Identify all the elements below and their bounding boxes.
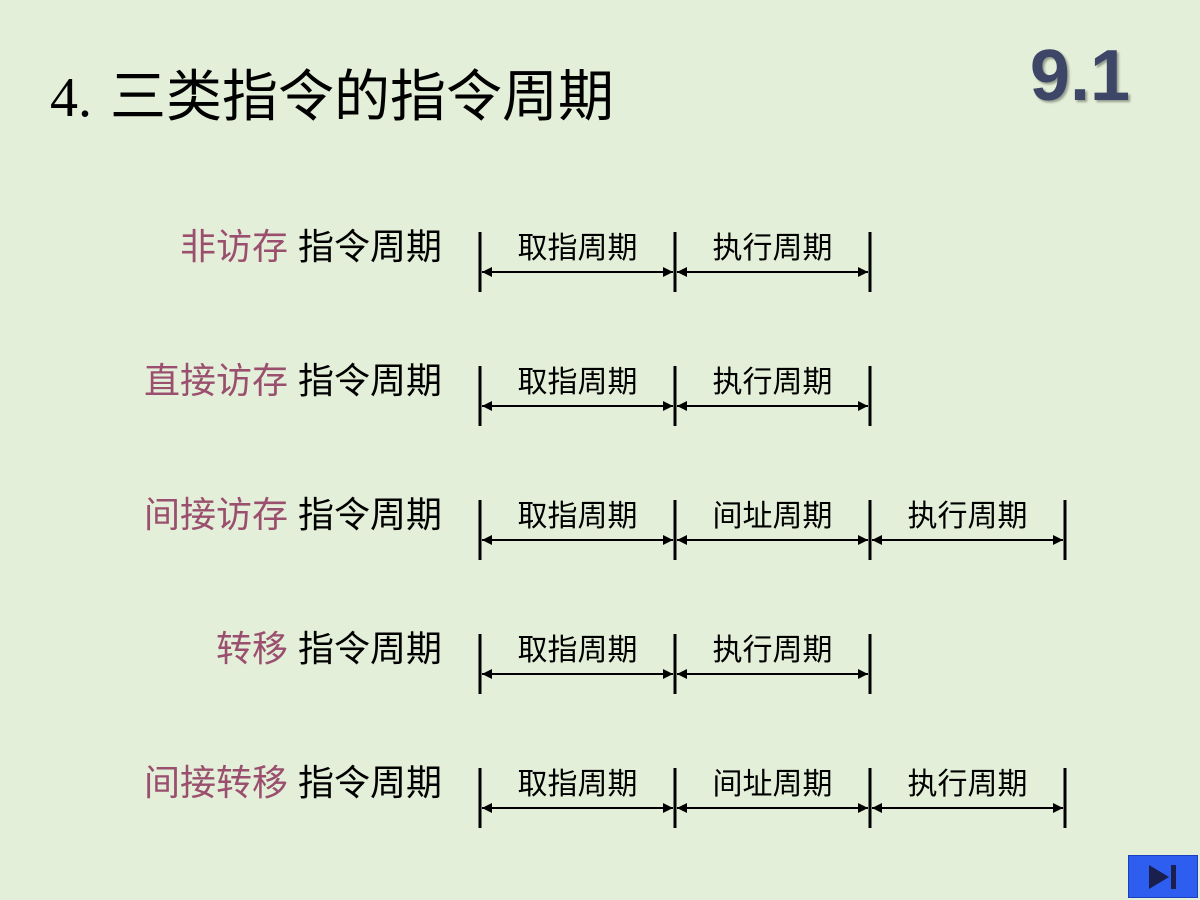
segment-label-2-0: 取指周期 xyxy=(518,499,638,534)
row-kind-1: 直接访存 xyxy=(143,361,288,402)
segment-label-1-0: 取指周期 xyxy=(518,365,638,400)
segment-label-0-0: 取指周期 xyxy=(518,231,638,266)
row-rest-4: 指令周期 xyxy=(297,763,442,804)
row-rest-1: 指令周期 xyxy=(297,361,442,402)
row-label-4: 间接转移指令周期 xyxy=(144,766,442,802)
row-kind-4: 间接转移 xyxy=(143,763,288,804)
row-label-3: 转移指令周期 xyxy=(216,632,442,668)
segment-label-4-2: 执行周期 xyxy=(908,767,1028,802)
segment-label-0-1: 执行周期 xyxy=(713,231,833,266)
slide-title-text: 三类指令的指令周期 xyxy=(110,65,614,130)
segment-label-3-1: 执行周期 xyxy=(713,633,833,668)
section-number: 9.1 xyxy=(1029,36,1130,116)
segment-label-4-1: 间址周期 xyxy=(713,767,833,802)
row-kind-0: 非访存 xyxy=(179,227,288,268)
segment-label-4-0: 取指周期 xyxy=(518,767,638,802)
row-kind-2: 间接访存 xyxy=(143,495,288,536)
row-rest-3: 指令周期 xyxy=(297,629,442,670)
row-label-0: 非访存指令周期 xyxy=(180,230,442,266)
row-kind-3: 转移 xyxy=(215,629,288,670)
row-rest-2: 指令周期 xyxy=(297,495,442,536)
segment-label-3-0: 取指周期 xyxy=(518,633,638,668)
slide-title-number: 4. xyxy=(50,67,92,129)
next-slide-button[interactable] xyxy=(1128,855,1198,898)
segment-label-2-1: 间址周期 xyxy=(713,499,833,534)
row-label-1: 直接访存指令周期 xyxy=(144,364,442,400)
segment-label-2-2: 执行周期 xyxy=(908,499,1028,534)
slide-title: 4. 三类指令的指令周期 xyxy=(50,67,614,129)
row-label-2: 间接访存指令周期 xyxy=(144,498,442,534)
row-rest-0: 指令周期 xyxy=(297,227,442,268)
segment-label-1-1: 执行周期 xyxy=(713,365,833,400)
play-next-icon xyxy=(1149,864,1176,889)
